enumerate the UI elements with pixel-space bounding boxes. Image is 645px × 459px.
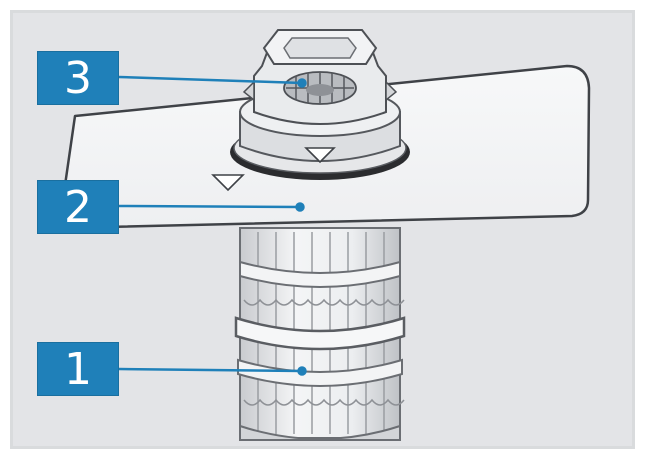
leader-line-3 [118, 75, 303, 85]
leader-dot-3 [297, 78, 307, 88]
callout-1: 1 [37, 342, 119, 396]
callout-2: 2 [37, 180, 119, 234]
coarse-filter-top [230, 29, 410, 180]
leader-dot-2 [295, 202, 305, 212]
leader-line-1 [118, 367, 303, 373]
leader-dot-1 [297, 366, 307, 376]
leader-lines [118, 75, 307, 376]
callout-3: 3 [37, 51, 119, 105]
leader-line-2 [118, 204, 301, 209]
micro-filter-cylinder [234, 227, 406, 441]
